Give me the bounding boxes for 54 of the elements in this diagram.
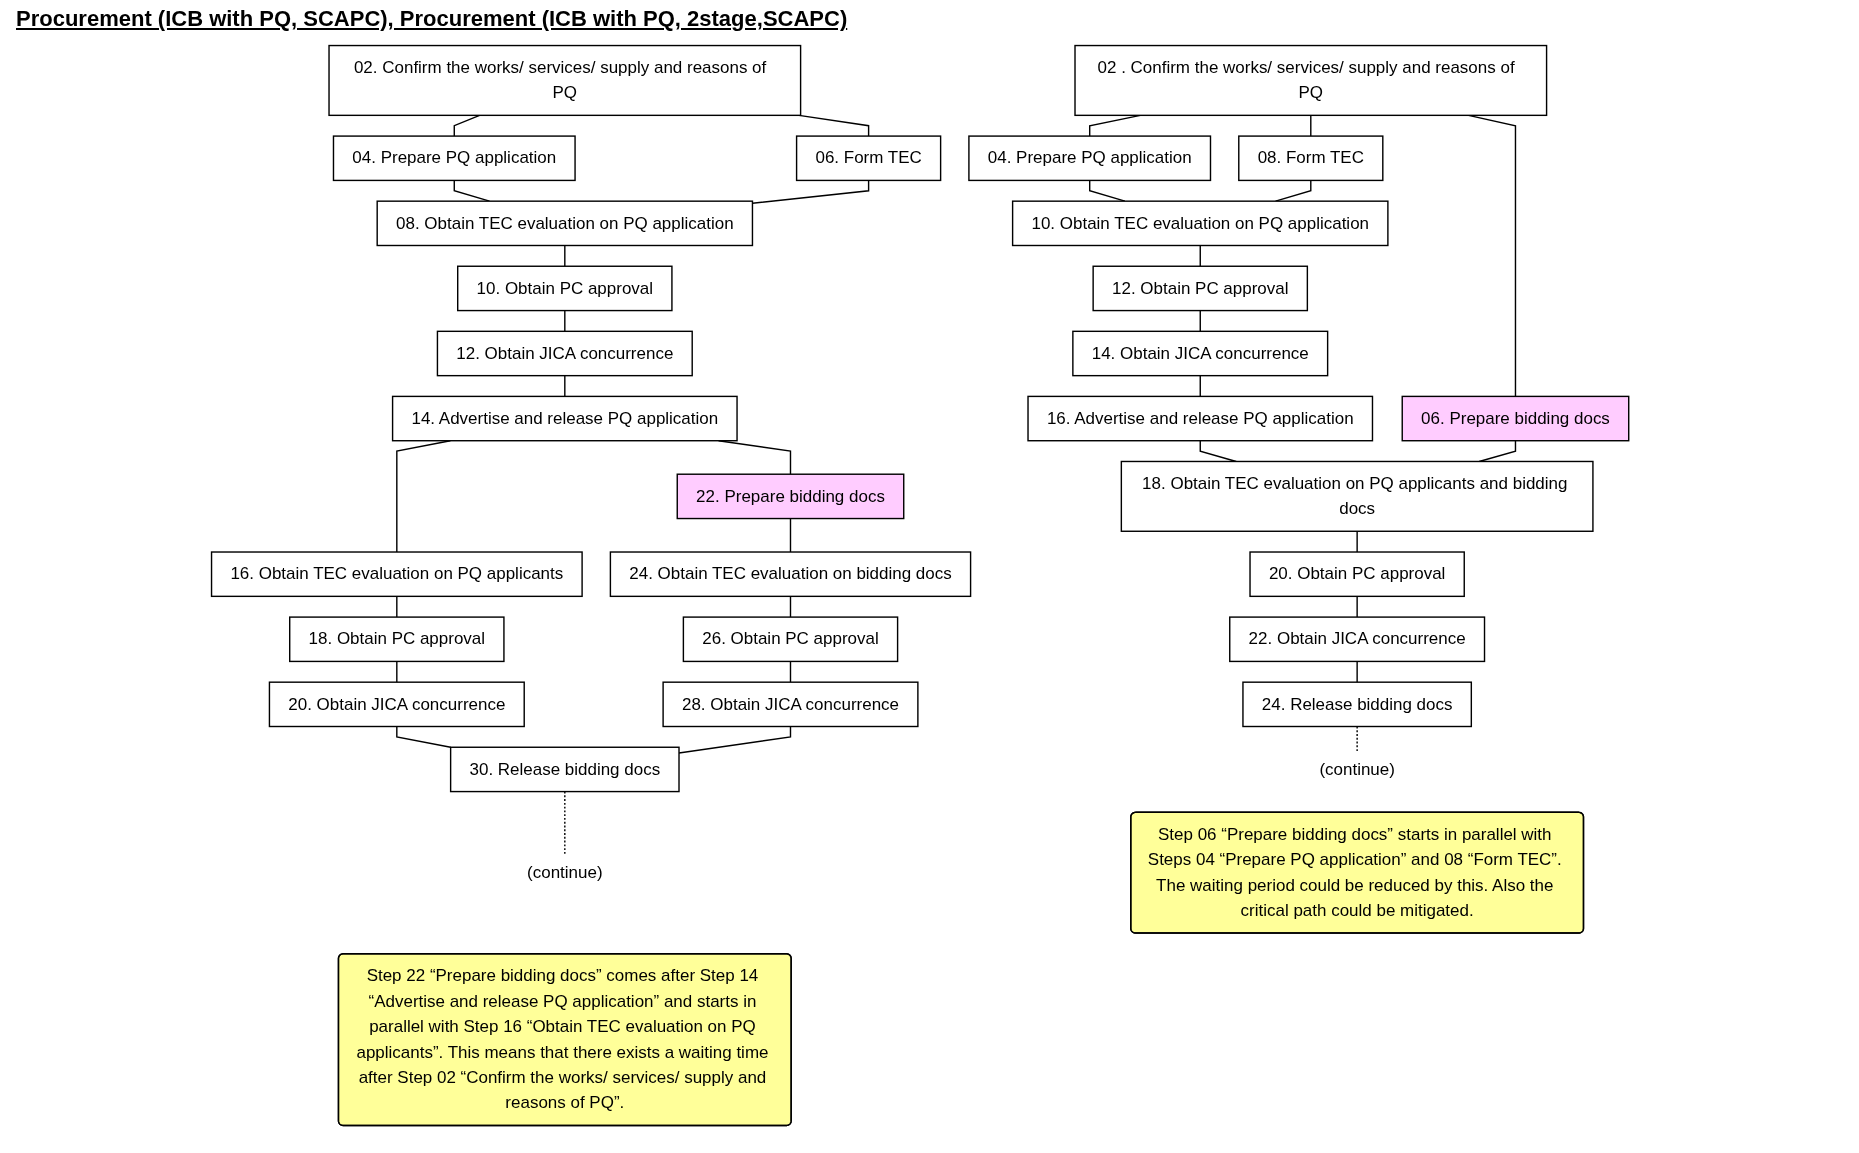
node-box: 16. Advertise and release PQ application [1027,395,1374,442]
connector [453,114,481,137]
node-box: 08. Form TEC [1237,135,1384,182]
connector [789,660,792,683]
connector [1356,660,1358,683]
connector [678,725,792,754]
node-text: (continue) [1319,759,1395,779]
node-box: 24. Release bidding docs [1242,681,1472,728]
node-box: 28. Obtain JICA concurrence [662,681,919,728]
node-box: 02. Confirm the works/ services/ supply and reasons of PQ [328,44,802,117]
connector [798,114,870,137]
connector [1356,725,1358,753]
node-box: 26. Obtain PC approval [682,616,899,663]
connector [1199,309,1201,333]
node-box: 06. Form TEC [795,135,942,182]
node-box: 10. Obtain TEC evaluation on PQ application [1011,200,1389,247]
node-box: 14. Obtain JICA concurrence [1072,330,1329,377]
connector [1199,374,1201,398]
node-box: 18. Obtain PC approval [288,616,505,663]
connector [563,309,566,333]
node-box: 20. Obtain PC approval [1249,551,1465,598]
connector [789,595,792,618]
connector [395,725,452,748]
node-box: 12. Obtain PC approval [1092,265,1308,312]
node-box: 20. Obtain JICA concurrence [268,681,525,728]
connector [1356,595,1358,618]
connector [1356,530,1358,553]
node-box: 04. Prepare PQ application [968,135,1212,182]
connector [751,179,870,204]
node-box: 22. Obtain JICA concurrence [1228,616,1486,663]
node-box: 22. Prepare bidding docs [676,473,905,520]
connector [395,595,398,618]
node-box: 16. Obtain TEC evaluation on PQ applicants [210,551,583,598]
node-box: 10. Obtain PC approval [456,265,673,312]
node-box: 30. Release bidding docs [449,746,680,793]
connector [1199,440,1237,463]
node-box: 12. Obtain JICA concurrence [436,330,693,377]
connector [395,440,451,553]
connector [563,374,566,398]
connector [563,790,566,856]
node-text: (continue) [526,862,603,882]
node-box: 06. Prepare bidding docs [1401,395,1630,442]
connector [563,244,566,267]
node-box: 04. Prepare PQ application [332,135,576,182]
connector [395,660,398,683]
node-box: 24. Obtain TEC evaluation on bidding docs [609,551,972,598]
node-box: 14. Advertise and release PQ application [391,395,738,442]
connector [789,517,792,553]
connector [1309,114,1312,137]
connector [1199,244,1201,267]
node-box: 18. Obtain TEC evaluation on PQ applicants and bidding docs [1120,460,1594,532]
node-box: 02 . Confirm the works/ services/ supply and reasons of PQ [1074,44,1548,117]
node-box: 08. Obtain TEC evaluation on PQ application [376,200,753,247]
diagram-title: Procurement (ICB with PQ, SCAPC), Procurement (ICB with PQ, 2stage,SCAPC) [16,6,848,32]
